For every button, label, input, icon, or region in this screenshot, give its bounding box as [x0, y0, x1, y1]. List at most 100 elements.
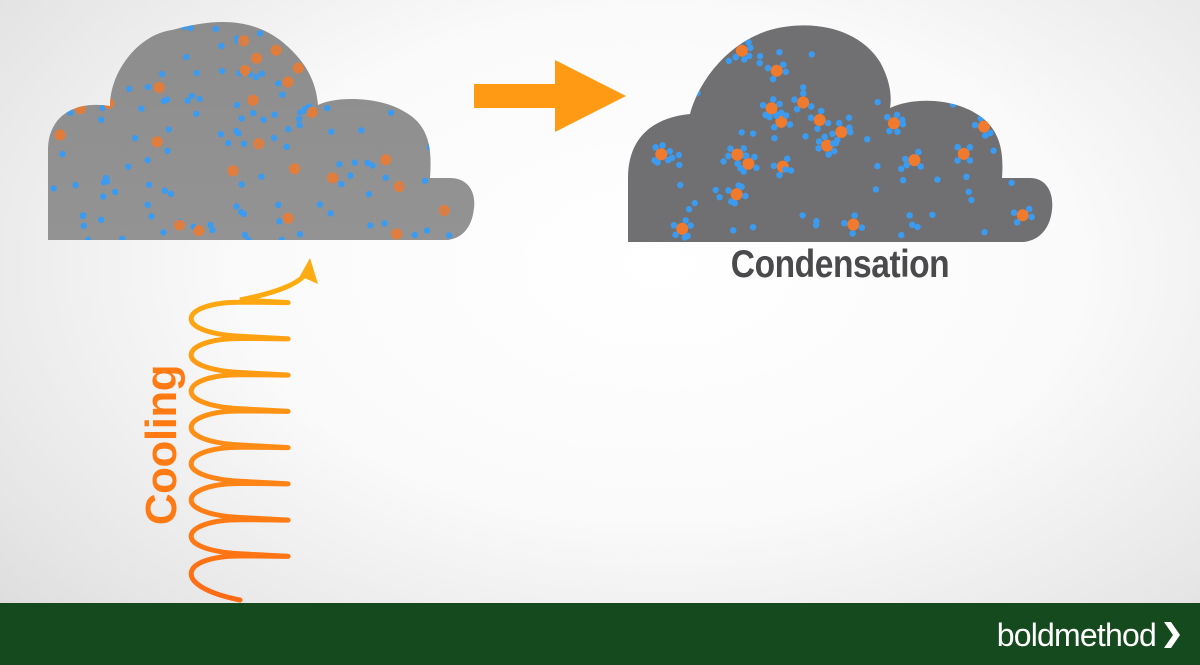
vapor-dot: [705, 66, 712, 73]
vapor-dot: [906, 212, 913, 219]
vapor-dot: [849, 230, 856, 237]
vapor-dot: [238, 208, 245, 216]
vapor-dot: [338, 181, 345, 188]
vapor-dot: [964, 55, 972, 62]
nucleus-dot: [957, 147, 970, 160]
vapor-dot: [279, 91, 286, 98]
nucleus-dot: [730, 188, 743, 201]
vapor-dot: [858, 224, 866, 231]
vapor-dot: [762, 111, 769, 119]
vapor-dot: [365, 190, 373, 198]
vapor-dot: [903, 161, 911, 169]
vapor-dot: [328, 128, 335, 135]
vapor-dot: [282, 24, 289, 31]
nucleus-dot: [742, 157, 755, 170]
vapor-dot: [240, 140, 248, 147]
vapor-dot: [160, 229, 167, 236]
vapor-dot: [770, 162, 778, 170]
vapor-dot: [334, 55, 341, 63]
vapor-dot: [260, 116, 267, 123]
nucleus-dot: [731, 148, 744, 161]
vapor-dot: [899, 116, 906, 124]
vapor-dot: [738, 183, 745, 191]
vapor-dot: [835, 119, 843, 127]
vapor-dot: [98, 116, 105, 123]
vapor-dot: [159, 70, 166, 78]
brand-logo-text[interactable]: boldmethod: [996, 617, 1157, 653]
vapor-dot: [312, 37, 319, 45]
vapor-dot: [188, 92, 195, 100]
vapor-dot: [937, 60, 944, 68]
vapor-dot: [336, 161, 343, 168]
vapor-dot: [954, 143, 961, 151]
vapor-dot: [845, 114, 853, 121]
vapor-dot: [672, 231, 679, 239]
vapor-dot: [225, 139, 232, 147]
vapor-dot: [742, 192, 749, 200]
vapor-dot: [79, 212, 87, 219]
vapor-dot: [83, 65, 90, 72]
vapor-dot: [776, 171, 783, 179]
vapor-dot: [949, 101, 957, 108]
nucleus-dot: [62, 94, 74, 106]
nucleus-dot: [1016, 209, 1029, 222]
vapor-dot: [764, 64, 772, 72]
vapor-dot: [145, 181, 153, 188]
vapor-dot: [95, 72, 103, 79]
vapor-dot: [886, 127, 893, 135]
vapor-dot: [193, 110, 200, 118]
chevron-right-icon: [1164, 622, 1180, 648]
vapor-dot: [975, 41, 982, 48]
vapor-dot: [825, 151, 832, 158]
vapor-dot: [736, 38, 743, 46]
cooling-coil: [188, 258, 318, 603]
vapor-dot: [131, 134, 139, 142]
vapor-dot: [977, 114, 984, 122]
vapor-dot: [966, 144, 974, 151]
nucleus-dot: [770, 64, 783, 77]
vapor-dot: [697, 62, 705, 69]
vapor-dot: [1009, 139, 1017, 146]
vapor-dot: [258, 173, 265, 180]
vapor-dot: [759, 101, 767, 109]
vapor-dot: [658, 52, 665, 60]
vapor-dot: [987, 129, 994, 137]
vapor-dot: [725, 57, 733, 65]
vapor-dot: [981, 229, 988, 236]
vapor-dot: [898, 231, 905, 239]
vapor-dot: [769, 96, 777, 103]
vapor-dot: [776, 100, 783, 108]
vapor-dot: [846, 124, 853, 131]
nucleus-dot: [54, 129, 66, 141]
vapor-dot: [61, 104, 69, 111]
nucleus-dot: [409, 101, 421, 113]
vapor-dot: [728, 198, 735, 205]
vapor-dot: [968, 196, 975, 204]
nucleus-dot: [282, 212, 294, 224]
vapor-dot: [756, 53, 764, 60]
vapor-dot: [411, 231, 418, 239]
vapor-dot: [830, 140, 837, 147]
vapor-dot: [125, 163, 132, 170]
nucleus-dot: [237, 35, 249, 47]
vapor-dot: [144, 157, 151, 164]
vapor-dot: [347, 172, 354, 179]
vapor-dot: [676, 71, 683, 79]
vapor-dot: [275, 80, 282, 87]
vapor-dot: [982, 132, 989, 139]
vapor-dot: [165, 126, 172, 133]
vapor-dot: [193, 69, 200, 77]
vapor-dot: [756, 59, 763, 67]
vapor-dot: [382, 48, 390, 56]
vapor-dot: [324, 104, 331, 112]
vapor-dot: [218, 67, 226, 75]
nucleus-dot: [289, 163, 301, 175]
vapor-dot: [332, 53, 339, 60]
nucleus-dot: [887, 117, 900, 130]
condensation-particles: [640, 27, 1045, 242]
vapor-dot: [742, 152, 750, 159]
vapor-dot: [894, 128, 901, 135]
vapor-dot: [778, 109, 785, 117]
vapor-dot: [427, 77, 435, 84]
vapor-dot: [807, 114, 815, 122]
